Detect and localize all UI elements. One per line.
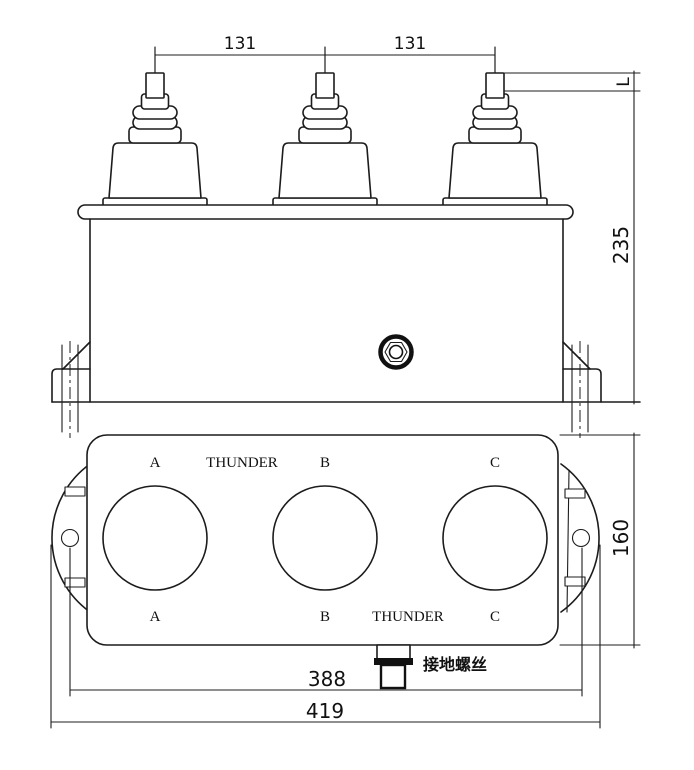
dimension-tank-height: 235 (609, 70, 635, 405)
dimension-hole-spacing: 388 (69, 547, 583, 697)
bracket-right-front (562, 368, 602, 403)
label-phase-a-top: A (150, 455, 161, 471)
tank-lid (77, 204, 574, 220)
label-brand-bottom: THUNDER (372, 609, 444, 625)
dimension-overall-width: 419 (50, 544, 601, 729)
label-brand-top: THUNDER (206, 455, 278, 471)
bracket-right-plan (560, 463, 600, 613)
label-phase-c-top: C (490, 455, 500, 471)
plan-view: A THUNDER B C A B THUNDER C 接地螺丝 160 388 (50, 432, 641, 729)
dim-160: 160 (609, 519, 633, 557)
hole-phase-c (442, 485, 548, 591)
hole-phase-a (102, 485, 208, 591)
label-phase-a-bottom: A (150, 609, 161, 625)
hole-phase-b (272, 485, 378, 591)
label-phase-b-top: B (320, 455, 330, 471)
dim-235: 235 (609, 226, 633, 264)
label-phase-c-bottom: C (490, 609, 500, 625)
bushing-a (102, 46, 208, 207)
label-ground-screw: 接地螺丝 (423, 655, 487, 674)
dimension-terminal-height: L (503, 72, 641, 92)
front-view: 131 131 L 235 (51, 34, 641, 438)
dim-419: 419 (306, 699, 344, 723)
cover-plate (86, 434, 559, 646)
bolt-hole-left (60, 528, 80, 548)
dim-131-left: 131 (224, 34, 256, 54)
label-phase-b-bottom: B (320, 609, 330, 625)
hex-bolt-icon (378, 334, 414, 370)
bushing-c (442, 46, 548, 207)
bushing-b (272, 46, 378, 207)
ground-screw (374, 644, 413, 690)
dim-L: L (614, 77, 634, 87)
dim-131-right: 131 (394, 34, 426, 54)
tank-body (51, 218, 641, 438)
bracket-left-front (51, 368, 91, 403)
dim-388: 388 (308, 667, 346, 691)
bolt-hole-right (571, 528, 591, 548)
